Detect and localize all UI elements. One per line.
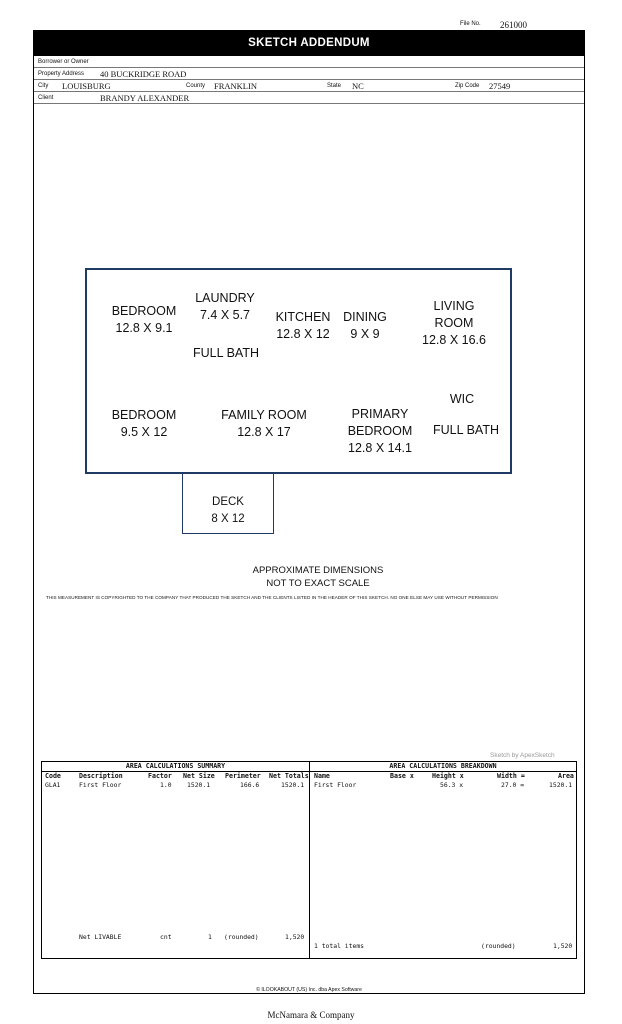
breakdown-header-area: Area	[558, 772, 574, 780]
room-name: LAUNDRY	[195, 291, 255, 305]
client-label: Client	[38, 95, 54, 101]
room-family-room: FAMILY ROOM 12.8 X 17	[214, 407, 314, 441]
company-name: McNamara & Company	[267, 1010, 355, 1020]
room-full-bath-2: FULL BATH	[426, 422, 506, 439]
breakdown-title: AREA CALCULATIONS BREAKDOWN	[389, 762, 497, 770]
state-value: NC	[352, 81, 364, 91]
room-dimensions: 9.5 X 12	[120, 425, 168, 439]
breakdown-header-width: Width =	[497, 772, 525, 780]
room-full-bath-1: FULL BATH	[186, 345, 266, 362]
room-dimensions: 9 X 9	[350, 327, 380, 341]
room-dimensions: 12.8 X 12	[276, 327, 330, 341]
summary-footer-total: 1,520	[285, 933, 305, 941]
room-name: BEDROOM	[111, 304, 177, 318]
room-dining: DINING 9 X 9	[338, 309, 392, 343]
deck-outline	[182, 474, 274, 534]
room-wic: WIC	[440, 391, 484, 408]
summary-row-perimeter: 166.6	[240, 781, 260, 789]
breakdown-header-height: Height x	[432, 772, 464, 780]
breakdown-footer-total: 1,520	[553, 942, 573, 950]
property-label: Property Address	[38, 71, 85, 77]
summary-row-net-total: 1520.1	[281, 781, 305, 789]
zip-label: Zip Code	[455, 83, 480, 89]
summary-header-code: Code	[45, 772, 61, 780]
file-no-value: 261000	[500, 20, 527, 30]
summary-footer-label: Net LIVABLE	[79, 933, 122, 941]
county-value: FRANKLIN	[214, 81, 257, 91]
file-no-label: File No.	[460, 21, 481, 27]
room-living-room: LIVING ROOM 12.8 X 16.6	[414, 298, 494, 349]
copyright-notice: THIS MEASUREMENT IS COPYRIGHTED TO THE C…	[46, 595, 498, 600]
approximate-dimensions-note: APPROXIMATE DIMENSIONS	[252, 565, 384, 576]
floor-plan-outline	[85, 268, 512, 474]
county-label: County	[186, 83, 206, 89]
room-name: WIC	[449, 392, 475, 406]
room-name: DINING	[343, 310, 387, 324]
room-name: FULL BATH	[433, 423, 499, 437]
borrower-row: Borrower or Owner	[34, 56, 584, 68]
sketch-by-credit: Sketch by ApexSketch	[490, 752, 555, 759]
summary-row-code: GLA1	[45, 781, 61, 789]
breakdown-header-name: Name	[314, 772, 330, 780]
page-frame	[33, 30, 585, 994]
room-dimensions: 12.8 X 14.1	[348, 441, 412, 455]
summary-header-factor: Factor	[148, 772, 172, 780]
room-dimensions: 8 X 12	[211, 513, 245, 525]
table-title-rule	[42, 771, 576, 772]
city-label: City	[38, 83, 49, 89]
room-name-line-2: ROOM	[434, 316, 474, 330]
borrower-label: Borrower or Owner	[38, 59, 89, 65]
summary-title: AREA CALCULATIONS SUMMARY	[125, 762, 226, 770]
summary-footer-rounded: (rounded)	[224, 933, 259, 941]
room-name: FULL BATH	[193, 346, 259, 360]
client-value: BRANDY ALEXANDER	[100, 93, 190, 103]
summary-header-description: Description	[79, 772, 123, 780]
room-name: FAMILY ROOM	[221, 408, 307, 422]
room-primary-bedroom: PRIMARY BEDROOM 12.8 X 14.1	[340, 406, 420, 457]
summary-row-net-size: 1520.1	[187, 781, 211, 789]
property-value: 40 BUCKRIDGE ROAD	[100, 69, 187, 79]
state-label: State	[327, 83, 342, 89]
breakdown-footer-rounded: (rounded)	[481, 942, 516, 950]
room-deck: DECK 8 X 12	[196, 494, 260, 528]
client-row: Client BRANDY ALEXANDER	[34, 92, 584, 104]
zip-value: 27549	[489, 81, 511, 91]
breakdown-footer-items: 1 total items	[314, 942, 365, 950]
room-name: PRIMARY	[351, 407, 409, 421]
table-divider	[309, 761, 310, 959]
room-dimensions: 7.4 X 5.7	[199, 308, 251, 322]
room-dimensions: 12.8 X 9.1	[115, 321, 173, 335]
property-row: Property Address 40 BUCKRIDGE ROAD	[34, 68, 584, 80]
not-to-scale-note: NOT TO EXACT SCALE	[266, 578, 370, 589]
breakdown-row-height: 56.3 x	[440, 781, 464, 789]
software-credit: © ILOOKABOUT (US) Inc. dba Apex Software	[256, 987, 362, 993]
room-laundry: LAUNDRY 7.4 X 5.7	[186, 290, 264, 324]
page-title: SKETCH ADDENDUM	[34, 31, 584, 56]
summary-header-perimeter: Perimeter	[225, 772, 261, 780]
breakdown-row-name: First Floor	[314, 781, 357, 789]
room-name: LIVING	[433, 299, 475, 313]
room-bedroom-1: BEDROOM 12.8 X 9.1	[108, 303, 180, 337]
room-name: KITCHEN	[275, 310, 331, 324]
breakdown-row-area: 1520.1	[549, 781, 573, 789]
city-row: City LOUISBURG County FRANKLIN State NC …	[34, 80, 584, 92]
room-kitchen: KITCHEN 12.8 X 12	[268, 309, 338, 343]
summary-header-net-totals: Net Totals	[269, 772, 309, 780]
breakdown-row-width: 27.0 =	[501, 781, 525, 789]
summary-header-net-size: Net Size	[183, 772, 215, 780]
summary-row-description: First Floor	[79, 781, 122, 789]
breakdown-header-base: Base x	[390, 772, 414, 780]
room-dimensions: 12.8 X 16.6	[422, 333, 486, 347]
room-name: BEDROOM	[111, 408, 177, 422]
room-bedroom-2: BEDROOM 9.5 X 12	[108, 407, 180, 441]
summary-row-factor: 1.0	[160, 781, 172, 789]
city-value: LOUISBURG	[62, 81, 111, 91]
room-name: DECK	[212, 496, 244, 508]
summary-footer-cnt: 1	[208, 933, 212, 941]
room-name-line-2: BEDROOM	[347, 424, 413, 438]
summary-footer-cnt-label: cnt	[160, 933, 172, 941]
room-dimensions: 12.8 X 17	[237, 425, 291, 439]
